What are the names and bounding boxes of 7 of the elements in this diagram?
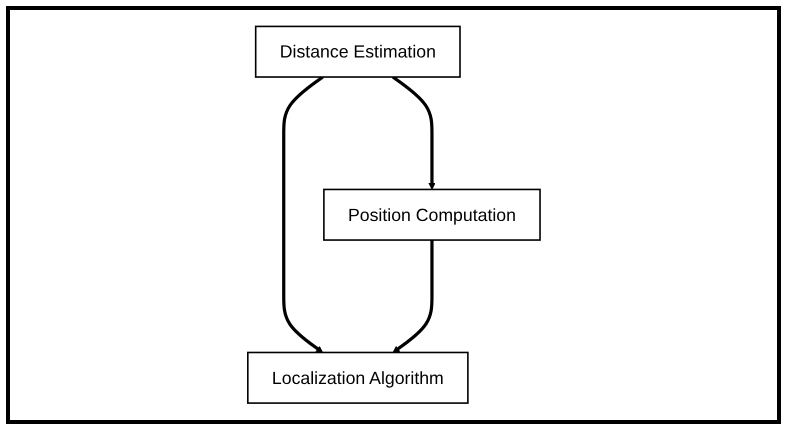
arrow <box>392 240 434 354</box>
node-box <box>246 352 468 404</box>
node-box <box>254 26 460 78</box>
arrow <box>392 76 436 190</box>
arrow <box>282 76 324 354</box>
diagram-frame: Distance Estimation Position Computation Localization Algorithm <box>6 6 781 424</box>
node-box <box>322 188 540 242</box>
